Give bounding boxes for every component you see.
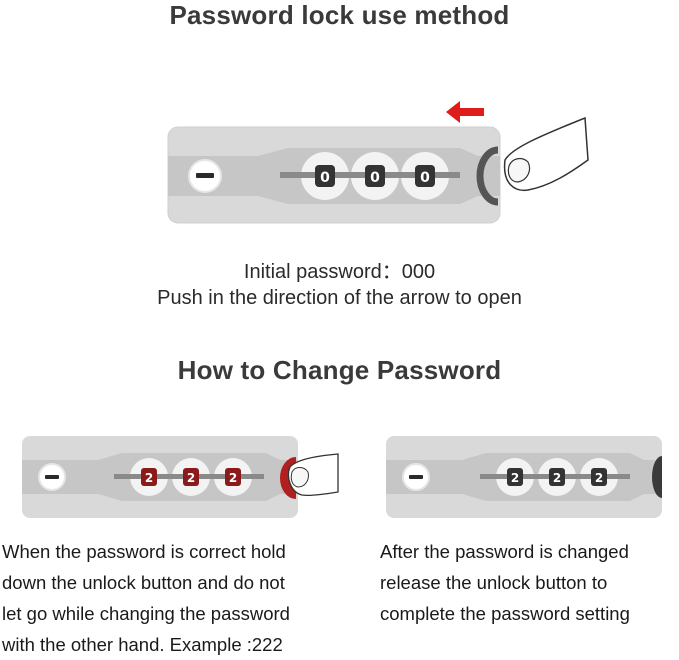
unlock-button[interactable] [652, 456, 662, 498]
right-lock-illustration: 2 2 2 [386, 436, 662, 518]
open-instruction-text: Push in the direction of the arrow to op… [157, 287, 522, 309]
dial-digit[interactable]: 0 [315, 165, 335, 187]
dial-digit[interactable]: 2 [507, 468, 523, 486]
dial-digit[interactable]: 0 [365, 165, 385, 187]
push-arrow-icon [446, 101, 484, 123]
main-lock-illustration: 0 0 0 [167, 101, 589, 224]
keyhole-icon [402, 463, 430, 491]
text-line: complete the password setting [380, 603, 630, 624]
change-password-title: How to Change Password [177, 355, 502, 385]
keyhole-icon [38, 463, 66, 491]
finger-icon [503, 116, 589, 192]
left-instruction-text: When the password is correct hold down t… [2, 536, 342, 660]
text-line: release the unlock button to [380, 572, 608, 593]
text-line: After the password is changed [380, 541, 629, 562]
text-line: down the unlock button and do not [2, 572, 285, 593]
svg-text:2: 2 [595, 471, 603, 485]
initial-password-text: Initial password：000 [243, 261, 436, 283]
dial-digit[interactable]: 2 [591, 468, 607, 486]
dial-digit[interactable]: 0 [415, 165, 435, 187]
svg-text:0: 0 [370, 170, 380, 186]
dial-digit[interactable]: 2 [141, 468, 157, 486]
svg-text:0: 0 [320, 170, 330, 186]
svg-text:2: 2 [553, 471, 561, 485]
svg-text:2: 2 [511, 471, 519, 485]
right-instruction-text: After the password is changed release th… [380, 536, 679, 629]
text-line: When the password is correct hold [2, 541, 286, 562]
finger-icon [287, 453, 339, 497]
dial-digit[interactable]: 2 [183, 468, 199, 486]
left-lock-illustration: 2 2 2 [22, 436, 339, 518]
svg-text:2: 2 [145, 471, 153, 485]
dial-digit[interactable]: 2 [225, 468, 241, 486]
keyhole-icon [188, 159, 222, 193]
dial-digit[interactable]: 2 [549, 468, 565, 486]
svg-text:2: 2 [187, 471, 195, 485]
unlock-button[interactable] [476, 146, 499, 206]
text-line: let go while changing the password [2, 603, 290, 624]
svg-text:2: 2 [229, 471, 237, 485]
text-line: with the other hand. Example :222 [2, 634, 283, 655]
use-method-title: Password lock use method [169, 0, 510, 30]
svg-text:0: 0 [420, 170, 430, 186]
